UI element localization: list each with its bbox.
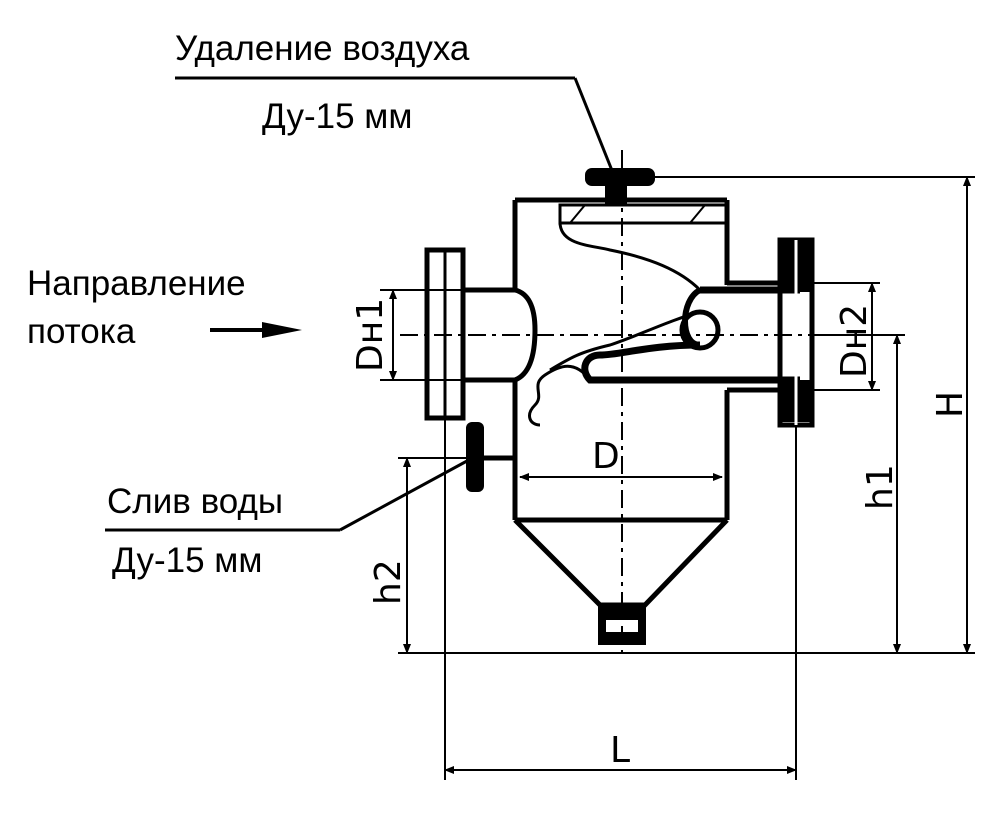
center-lines [400,150,830,660]
dim-outlet-diameter-label: Dн2 [834,304,875,378]
dim-drain-height: h2 [368,457,466,654]
drain-leader [339,453,479,532]
dim-inlet-diameter: Dн1 [350,289,463,381]
flow-arrow [210,322,302,338]
dim-drain-height-label: h2 [368,559,409,605]
air-vent-leader [573,77,617,179]
dim-length-label: L [610,730,630,771]
outlet-flange [777,237,815,428]
internal-cover [558,203,729,225]
dim-outlet-diameter: Dн2 [812,282,880,391]
outlet-pipe [727,280,780,393]
dim-body-diameter: D [519,436,723,481]
filter-element [528,221,800,427]
dim-outlet-height: h1 [812,334,905,654]
drain-title: Слив воды [107,482,283,521]
dim-total-height: H [655,176,975,654]
flow-direction-line1: Направление [27,264,246,303]
inlet-pipe [463,287,538,383]
air-vent-title: Удаление воздуха [175,29,470,68]
drain-size: Ду-15 мм [112,541,262,580]
dim-total-height-label: H [930,391,971,418]
flow-direction-line2: потока [27,312,136,351]
dim-length: L [444,418,797,780]
dim-body-diameter-label: D [592,436,620,477]
air-vent-size: Ду-15 мм [262,97,412,136]
dim-outlet-height-label: h1 [860,464,901,510]
drain-valve [466,422,515,492]
dim-inlet-diameter-label: Dн1 [350,298,391,372]
